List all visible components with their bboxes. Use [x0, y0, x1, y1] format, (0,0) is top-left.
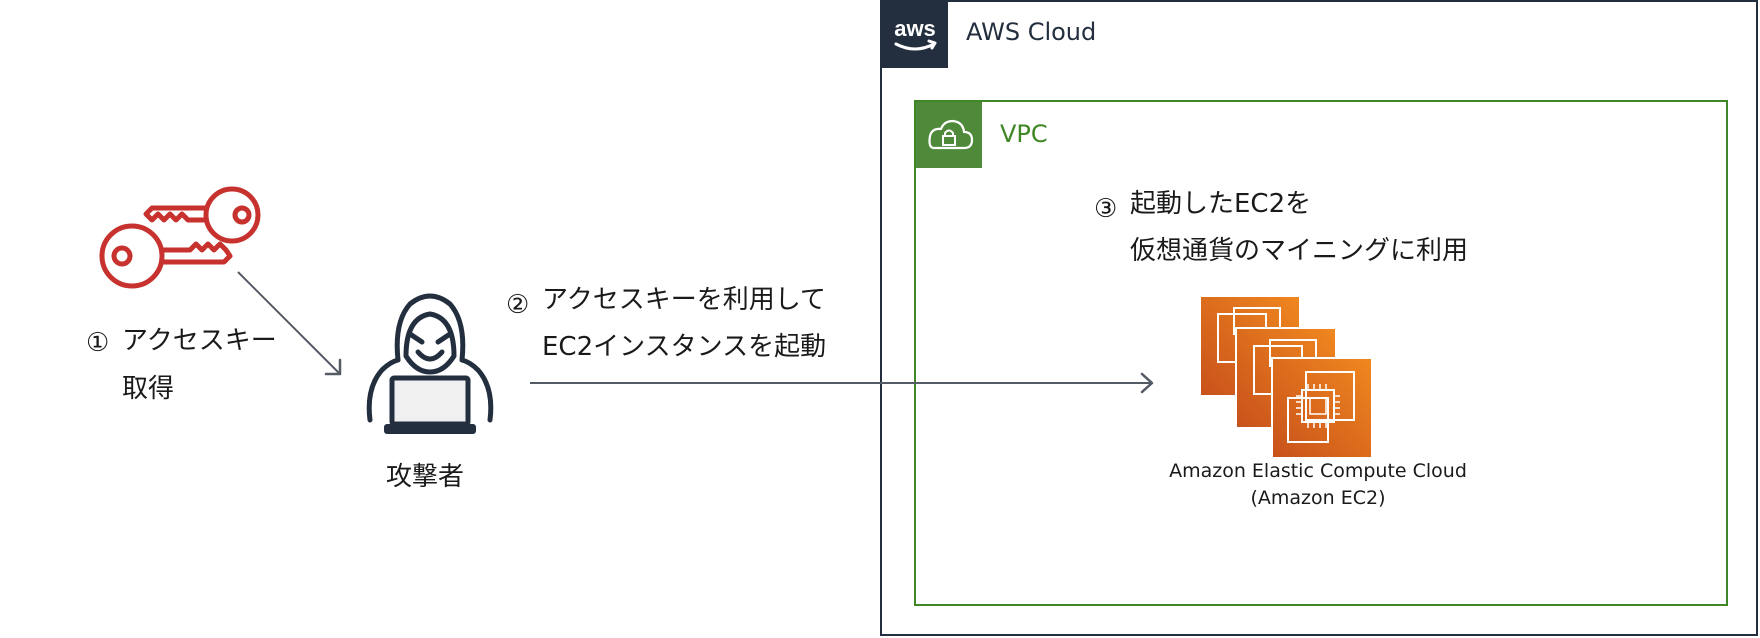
step-2-line-1: アクセスキーを利用して [542, 285, 826, 315]
step-2-number: ② [506, 290, 530, 320]
aws-logo-icon: aws [882, 2, 948, 68]
step-1-line-1: アクセスキー [122, 326, 277, 356]
aws-cloud-label: AWS Cloud [966, 18, 1097, 46]
step-2-line-2: EC2インスタンスを起動 [542, 332, 827, 362]
ec2-label: Amazon Elastic Compute Cloud (Amazon EC2… [1148, 458, 1488, 512]
step-3-line-1: 起動したEC2を [1130, 189, 1312, 219]
step-1-number: ① [86, 328, 110, 358]
ec2-instances-icon [1199, 295, 1373, 459]
ec2-label-line-1: Amazon Elastic Compute Cloud [1169, 460, 1467, 482]
arrow-attacker-to-ec2 [530, 372, 1154, 394]
aws-logo-text: aws [894, 16, 936, 41]
vpc-lock-cloud-icon [916, 102, 982, 168]
step-3-number: ③ [1094, 194, 1118, 224]
aws-cloud-group [880, 0, 1758, 636]
access-key-icon [99, 186, 261, 289]
attacker-label: 攻撃者 [386, 462, 465, 492]
attacker-hacker-icon [366, 293, 494, 434]
step-3-line-2: 仮想通貨のマイニングに利用 [1130, 236, 1469, 266]
ec2-label-line-2: (Amazon EC2) [1250, 487, 1386, 509]
vpc-group [914, 100, 1728, 606]
arrow-keys-to-attacker [237, 271, 342, 376]
vpc-label: VPC [1000, 120, 1048, 148]
step-1-line-2: 取得 [122, 374, 175, 404]
